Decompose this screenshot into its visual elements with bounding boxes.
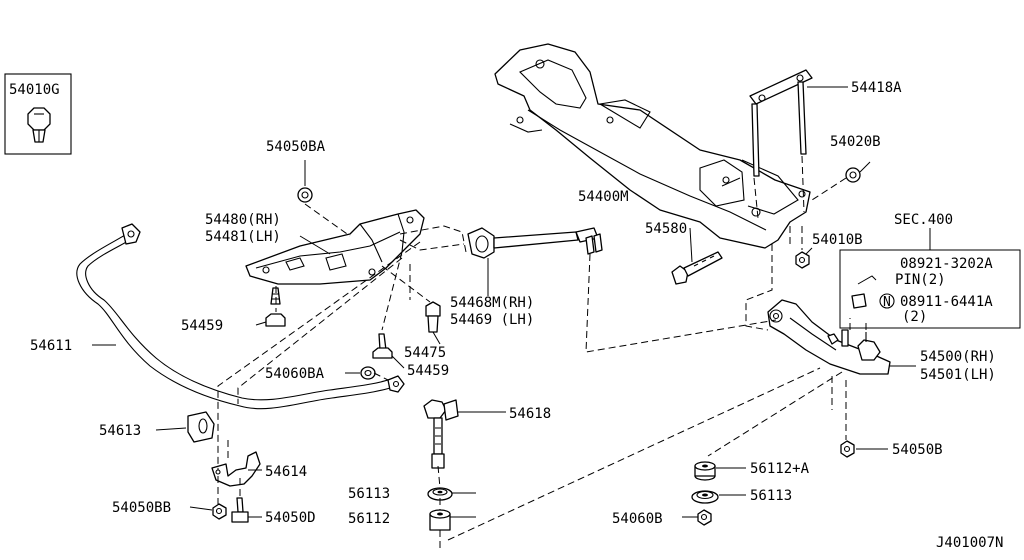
inset-54010G: 54010G bbox=[4, 73, 72, 155]
label-54469: 54469 (LH) bbox=[450, 312, 534, 328]
label-54613: 54613 bbox=[99, 423, 141, 439]
label-q2: (2) bbox=[902, 309, 927, 325]
label-54050BB: 54050BB bbox=[112, 500, 171, 516]
label-54459-middle: 54459 bbox=[407, 363, 449, 379]
washer-54050BA bbox=[297, 187, 313, 203]
label-54611: 54611 bbox=[30, 338, 72, 354]
label-54050BA: 54050BA bbox=[266, 139, 326, 155]
label-54418A: 54418A bbox=[851, 80, 902, 96]
diagram-code: J401007N bbox=[936, 535, 1003, 551]
label-54468M: 54468M(RH) bbox=[450, 295, 534, 311]
label-54060BA: 54060BA bbox=[265, 366, 325, 382]
label-08911: 08911-6441A bbox=[900, 294, 993, 310]
stabilizer-link-54618 bbox=[423, 399, 459, 469]
label-56112: 56112 bbox=[348, 511, 390, 527]
bushing-56112A bbox=[694, 461, 716, 481]
clamp-54614 bbox=[211, 451, 261, 487]
nut-54050B bbox=[840, 440, 855, 458]
bolt-54459-middle bbox=[372, 333, 393, 359]
clip-fastener-icon bbox=[27, 107, 51, 143]
bracket-54480 bbox=[245, 209, 425, 285]
label-54010B: 54010B bbox=[812, 232, 863, 248]
sec400-callout: SEC.400 N 08921-3202A PIN(2) 08911-6441A… bbox=[839, 212, 1021, 329]
label-54475: 54475 bbox=[404, 345, 446, 361]
bracket-54418A bbox=[749, 69, 813, 177]
label-54020B: 54020B bbox=[830, 134, 881, 150]
leader-lines bbox=[92, 86, 916, 518]
label-56112A: 56112+A bbox=[750, 461, 810, 477]
label-54050B: 54050B bbox=[892, 442, 943, 458]
label-54481: 54481(LH) bbox=[205, 229, 281, 245]
bolt-54050D bbox=[231, 497, 249, 523]
label-N: N bbox=[883, 295, 891, 310]
washer-56113-right bbox=[691, 490, 719, 504]
stabilizer-bar-54611 bbox=[76, 223, 405, 410]
label-54480: 54480(RH) bbox=[205, 212, 281, 228]
label-54459-left: 54459 bbox=[181, 318, 223, 334]
crossmember-54400M bbox=[494, 43, 811, 249]
label-08921: 08921-3202A bbox=[900, 256, 993, 272]
label-56113-left: 56113 bbox=[348, 486, 390, 502]
label-54618: 54618 bbox=[509, 406, 551, 422]
washer-54060BA bbox=[360, 366, 376, 380]
washer-54020B bbox=[845, 167, 861, 183]
label-54501: 54501(LH) bbox=[920, 367, 996, 383]
label-PIN: PIN(2) bbox=[895, 272, 946, 288]
label-54060B: 54060B bbox=[612, 511, 663, 527]
bolt-54475 bbox=[425, 301, 441, 333]
bushing-54613 bbox=[187, 411, 215, 443]
nut-54050BB bbox=[212, 503, 227, 520]
label-54500: 54500(RH) bbox=[920, 349, 996, 365]
label-54010G: 54010G bbox=[9, 82, 60, 98]
alignment-lines bbox=[217, 155, 867, 548]
label-54400M: 54400M bbox=[578, 189, 629, 205]
lower-arm-54500 bbox=[767, 299, 891, 375]
nut-54060B bbox=[697, 509, 712, 526]
connecting-rod-54468M bbox=[467, 227, 603, 259]
label-56113-right: 56113 bbox=[750, 488, 792, 504]
nut-54010B bbox=[795, 251, 810, 269]
label-SEC400: SEC.400 bbox=[894, 212, 953, 228]
label-54614: 54614 bbox=[265, 464, 307, 480]
label-54580: 54580 bbox=[645, 221, 687, 237]
bolt-54580 bbox=[671, 251, 723, 285]
bushing-56112 bbox=[429, 509, 451, 531]
label-54050D: 54050D bbox=[265, 510, 316, 526]
bolt-54459-left bbox=[265, 287, 286, 327]
part-labels: 54418A 54020B 54400M 54580 54010B 54500(… bbox=[30, 80, 1003, 551]
